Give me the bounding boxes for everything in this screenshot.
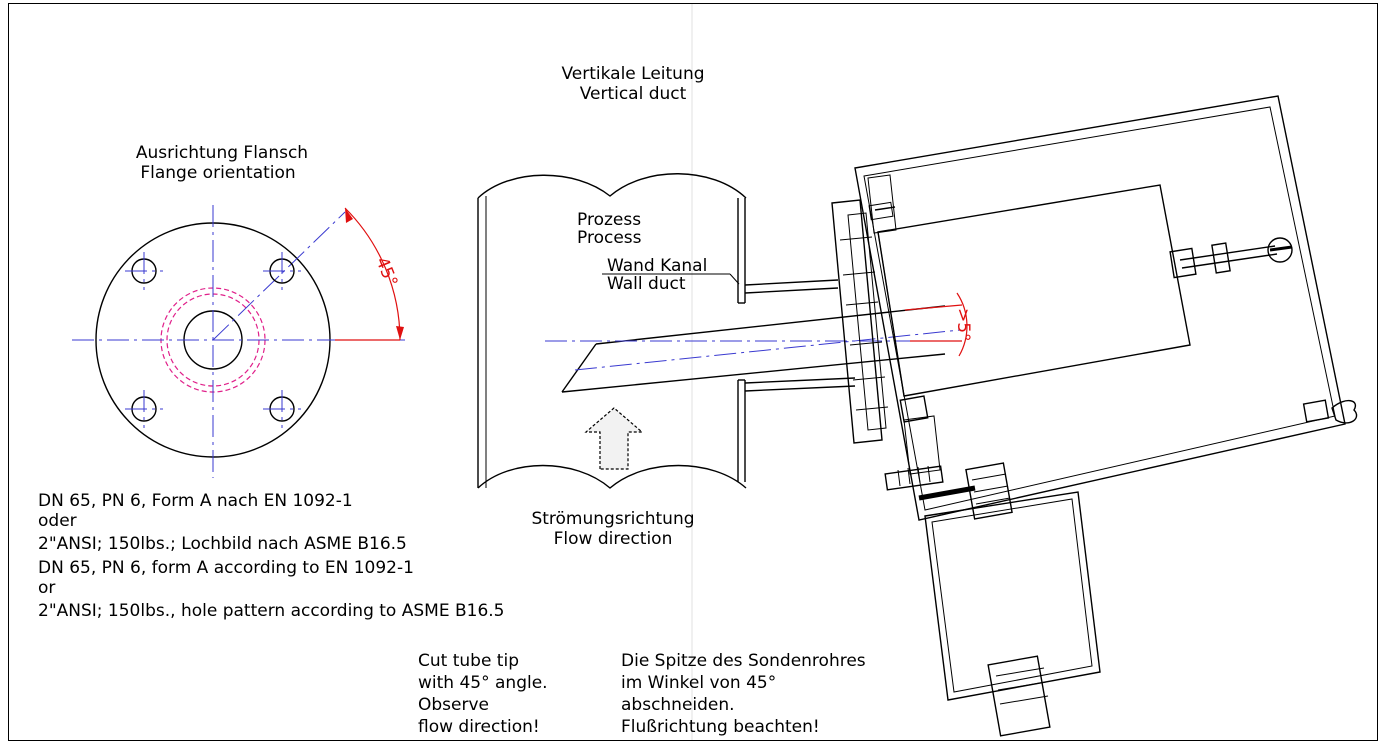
bolt-hole-top-right — [263, 252, 301, 290]
nozzle-top-line — [744, 279, 839, 286]
probe-tube-top — [595, 305, 946, 345]
tilt-angle-label: >5° — [953, 308, 973, 342]
analyzer-enclosure — [831, 95, 1358, 737]
wall-label-de: Wand Kanal — [607, 256, 707, 276]
mounting-flange-outer — [831, 199, 883, 444]
note-de-line: abschneiden. — [621, 695, 735, 715]
note-de-line: Flußrichtung beachten! — [621, 717, 820, 737]
probe-tip-cut — [561, 343, 597, 393]
flange-view: 45° — [72, 205, 405, 478]
note-en-line: flow direction! — [418, 717, 540, 737]
angle-arrow-end — [396, 326, 404, 340]
duct-break-top — [477, 173, 747, 199]
note-en-line: with 45° angle. — [418, 673, 548, 693]
note-de-line: im Winkel von 45° — [621, 673, 776, 693]
flow-label-en: Flow direction — [554, 529, 673, 549]
probe-centerline — [574, 329, 961, 371]
duct-title-en: Vertical duct — [580, 84, 687, 104]
spec-line: 2"ANSI; 150lbs.; Lochbild nach ASME B16.… — [38, 534, 407, 554]
housing-inner — [863, 106, 1336, 511]
process-label-de: Prozess — [577, 210, 641, 230]
bolt-hole-bottom-left — [125, 390, 163, 428]
probe-tube-bottom — [561, 353, 946, 393]
spec-line: DN 65, PN 6, Form A nach EN 1092-1 — [38, 491, 353, 511]
duct-view: >5° — [477, 173, 973, 489]
duct-break-bottom — [477, 464, 747, 489]
note-en-line: Cut tube tip — [418, 651, 519, 671]
terminal-box — [924, 491, 1101, 701]
process-label-en: Process — [577, 228, 642, 248]
note-german: Die Spitze des Sondenrohres im Winkel vo… — [621, 651, 866, 737]
probe-body — [877, 184, 1191, 397]
drawing-border — [8, 3, 1378, 741]
adjustment-knob — [1267, 237, 1293, 263]
flange-title-en: Flange orientation — [140, 163, 295, 183]
nozzle-bottom-line — [744, 377, 856, 384]
flow-label-de: Strömungsrichtung — [531, 509, 694, 529]
cable-gland-top — [965, 462, 1013, 520]
spec-line: oder — [38, 511, 77, 531]
flange-title-de: Ausrichtung Flansch — [136, 143, 308, 163]
angle-arrow-start — [345, 208, 353, 223]
flange-angle-label: 45° — [371, 254, 401, 289]
bolt-hole-bottom-right — [263, 390, 301, 428]
cable-gland-bottom — [987, 655, 1051, 737]
bolt-hole-top-left — [125, 252, 163, 290]
note-de-line: Die Spitze des Sondenrohres — [621, 651, 866, 671]
cable-gland-left — [884, 465, 944, 491]
spec-text: DN 65, PN 6, Form A nach EN 1092-1 oder … — [38, 491, 504, 621]
flow-direction-arrow — [584, 407, 644, 470]
angle-dimension-arc — [344, 207, 401, 341]
note-english: Cut tube tip with 45° angle. Observe flo… — [418, 651, 548, 737]
spec-line: or — [38, 578, 55, 598]
spec-line: DN 65, PN 6, form A according to EN 1092… — [38, 558, 414, 578]
tilt-dimension-arc — [956, 292, 968, 357]
spec-line: 2"ANSI; 150lbs., hole pattern according … — [38, 601, 504, 621]
wall-label-en: Wall duct — [607, 274, 686, 294]
mounting-flange-inner — [847, 212, 887, 431]
flange-centerline-diagonal — [212, 211, 346, 341]
duct-title-de: Vertikale Leitung — [561, 64, 704, 84]
wing-nut — [1331, 400, 1358, 424]
note-en-line: Observe — [418, 695, 489, 715]
housing-outer — [854, 95, 1346, 521]
